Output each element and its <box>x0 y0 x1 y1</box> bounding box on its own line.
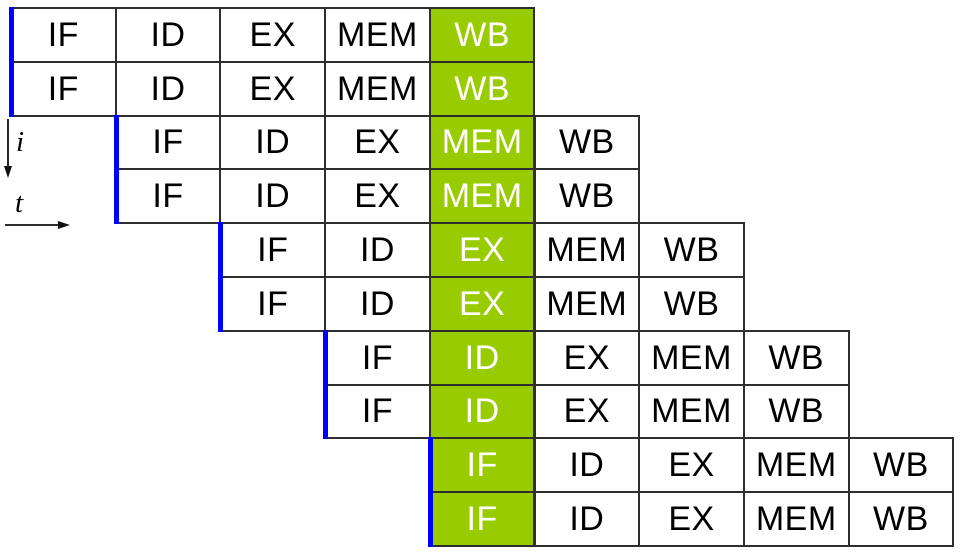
pipeline-cell: MEM <box>324 7 431 63</box>
pipeline-cell: WB <box>533 114 641 171</box>
pipeline-cell: EX <box>638 437 745 494</box>
pipeline-cell: IF <box>324 383 431 440</box>
pipeline-cell: WB <box>428 60 536 117</box>
pipeline-cell: EX <box>533 329 641 386</box>
issue-marker <box>218 222 224 332</box>
pipeline-cell: MEM <box>533 222 641 278</box>
pipeline-cell: EX <box>428 276 536 332</box>
pipeline-cell: EX <box>638 491 745 547</box>
pipeline-cell: IF <box>114 168 222 225</box>
pipeline-cell: IF <box>428 437 536 494</box>
pipeline-cell: WB <box>428 7 536 63</box>
issue-marker <box>113 114 119 225</box>
pipeline-cell: ID <box>114 60 222 117</box>
pipeline-cell: EX <box>219 7 327 63</box>
pipeline-cell: MEM <box>742 491 850 547</box>
pipeline-cell: MEM <box>533 276 641 332</box>
pipeline-cell: IF <box>10 60 117 117</box>
pipeline-cell: IF <box>114 114 222 171</box>
pipeline-cell: ID <box>428 329 536 386</box>
pipeline-cell: IF <box>428 491 536 547</box>
pipeline-cell: MEM <box>638 329 745 386</box>
issue-marker <box>323 329 329 440</box>
pipeline-cell: ID <box>324 276 431 332</box>
pipeline-cell: IF <box>324 329 431 386</box>
issue-marker <box>427 437 433 547</box>
pipeline-cell: IF <box>219 222 327 278</box>
pipeline-cell: ID <box>533 491 641 547</box>
pipeline-cell: EX <box>324 114 431 171</box>
pipeline-cell: MEM <box>428 168 536 225</box>
pipeline-cell: WB <box>847 491 955 547</box>
time-axis-label: t <box>15 187 24 219</box>
instruction-axis-arrow-icon <box>4 119 12 178</box>
pipeline-cell: ID <box>219 168 327 225</box>
pipeline-cell: ID <box>428 383 536 440</box>
pipeline-cell: WB <box>847 437 955 494</box>
pipeline-cell: IF <box>10 7 117 63</box>
issue-marker <box>9 7 14 117</box>
instruction-axis-label: i <box>16 126 25 158</box>
pipeline-cell: WB <box>533 168 641 225</box>
pipeline-cell: MEM <box>428 114 536 171</box>
pipeline-cell: ID <box>219 114 327 171</box>
pipeline-cell: ID <box>324 222 431 278</box>
pipeline-cell: ID <box>114 7 222 63</box>
pipeline-cell: WB <box>742 329 850 386</box>
pipeline-cell: ID <box>533 437 641 494</box>
pipeline-cell: WB <box>742 383 850 440</box>
pipeline-cell: MEM <box>638 383 745 440</box>
pipeline-cell: WB <box>638 222 745 278</box>
pipeline-cell: WB <box>638 276 745 332</box>
pipeline-cell: EX <box>219 60 327 117</box>
pipeline-cell: EX <box>428 222 536 278</box>
pipeline-cell: EX <box>324 168 431 225</box>
time-axis-arrow-icon <box>5 221 70 229</box>
pipeline-cell: MEM <box>324 60 431 117</box>
pipeline-cell: MEM <box>742 437 850 494</box>
pipeline-cell: IF <box>219 276 327 332</box>
pipeline-cell: EX <box>533 383 641 440</box>
